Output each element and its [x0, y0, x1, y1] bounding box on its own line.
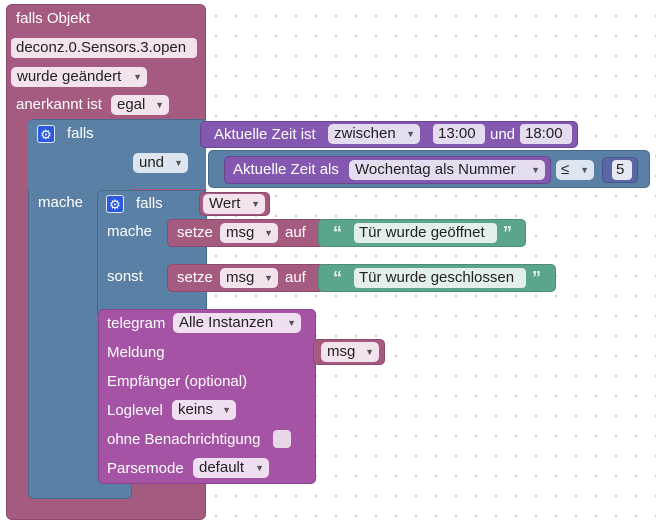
open-quote-icon: “ [333, 223, 342, 243]
message-variable-dropdown[interactable]: msg ▼ [321, 342, 379, 362]
value-dropdown-text: Wert [209, 195, 241, 212]
chevron-down-icon: ▼ [255, 463, 264, 473]
chevron-down-icon: ▼ [174, 158, 183, 168]
chevron-down-icon: ▼ [365, 347, 374, 357]
time-mode-value: zwischen [334, 125, 396, 142]
chevron-down-icon: ▼ [264, 228, 273, 238]
text-closed-field[interactable]: Tür wurde geschlossen [354, 268, 526, 288]
loglevel-value: keins [178, 401, 214, 418]
weekday-label: Aktuelle Zeit als [233, 161, 339, 178]
set-open-label: setze [177, 224, 213, 241]
instance-dropdown[interactable]: Alle Instanzen ▼ [173, 313, 301, 333]
set-closed-variable: msg [226, 269, 255, 286]
loglevel-dropdown[interactable]: keins ▼ [172, 400, 236, 420]
time-between-label: Aktuelle Zeit ist [214, 126, 316, 143]
inner-if-label: falls [136, 195, 163, 212]
operator-value: ≤ [561, 161, 570, 178]
ack-value: egal [117, 96, 146, 113]
time-mode-dropdown[interactable]: zwischen ▼ [328, 124, 420, 144]
message-variable: msg [327, 343, 356, 360]
outer-do-label: mache [38, 194, 84, 211]
telegram-label: telegram [107, 315, 166, 332]
ack-dropdown[interactable]: egal ▼ [111, 95, 169, 115]
recipient-label: Empfänger (optional) [107, 373, 248, 390]
inner-do-label: mache [107, 223, 153, 240]
time-and-label: und [490, 126, 516, 143]
close-quote-icon: ” [503, 223, 512, 243]
operator-dropdown[interactable]: ≤ ▼ [556, 160, 594, 180]
chevron-down-icon: ▼ [133, 72, 142, 82]
value-dropdown[interactable]: Wert ▼ [203, 194, 265, 214]
chevron-down-icon: ▼ [222, 405, 231, 415]
instance-value: Alle Instanzen [179, 314, 274, 331]
chevron-down-icon: ▼ [580, 165, 589, 175]
gear-icon[interactable]: ⚙ [37, 125, 55, 143]
set-open-variable: msg [226, 224, 255, 241]
message-label: Meldung [107, 344, 165, 361]
condition-dropdown[interactable]: wurde geändert ▼ [11, 67, 147, 87]
condition-value: wurde geändert [17, 68, 122, 85]
trigger-title: falls Objekt [16, 10, 91, 27]
and-dropdown[interactable]: und ▼ [133, 153, 188, 173]
chevron-down-icon: ▼ [264, 273, 273, 283]
start-time-field[interactable]: 13:00 [433, 124, 485, 144]
ack-label: anerkannt ist [16, 96, 102, 113]
chevron-down-icon: ▼ [287, 318, 296, 328]
inner-else-label: sonst [107, 268, 143, 285]
outer-if-label: falls [67, 125, 94, 142]
loglevel-label: Loglevel [107, 402, 163, 419]
object-id-field[interactable]: deconz.0.Sensors.3.open [11, 38, 197, 58]
set-open-variable-dropdown[interactable]: msg ▼ [220, 223, 278, 243]
set-open-to-label: auf [285, 224, 306, 241]
silent-checkbox[interactable] [273, 430, 291, 448]
silent-label: ohne Benachrichtigung [107, 431, 261, 448]
chevron-down-icon: ▼ [531, 165, 540, 175]
and-value: und [139, 154, 165, 171]
open-quote-icon: “ [333, 268, 342, 288]
parsemode-value: default [199, 459, 245, 476]
chevron-down-icon: ▼ [155, 100, 164, 110]
telegram-block[interactable] [98, 309, 316, 484]
gear-icon[interactable]: ⚙ [106, 195, 124, 213]
weekday-format-value: Wochentag als Nummer [355, 161, 516, 178]
close-quote-icon: ” [532, 268, 541, 288]
end-time-field[interactable]: 18:00 [520, 124, 572, 144]
chevron-down-icon: ▼ [251, 199, 260, 209]
parsemode-label: Parsemode [107, 460, 184, 477]
set-closed-label: setze [177, 269, 213, 286]
number-field[interactable]: 5 [612, 160, 632, 180]
set-closed-variable-dropdown[interactable]: msg ▼ [220, 268, 278, 288]
parsemode-dropdown[interactable]: default ▼ [193, 458, 269, 478]
chevron-down-icon: ▼ [406, 129, 415, 139]
text-open-field[interactable]: Tür wurde geöffnet [354, 223, 497, 243]
weekday-format-dropdown[interactable]: Wochentag als Nummer ▼ [349, 160, 545, 180]
set-closed-to-label: auf [285, 269, 306, 286]
